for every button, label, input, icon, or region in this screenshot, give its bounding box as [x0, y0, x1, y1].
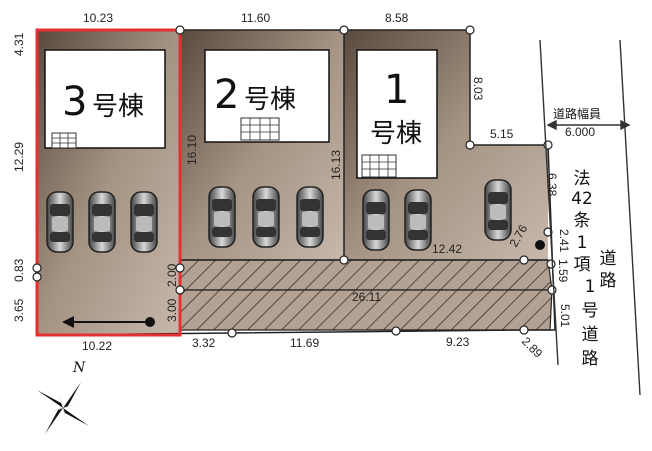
- road-width-value: 6.000: [565, 125, 595, 139]
- dim-r-501: 5.01: [558, 304, 572, 328]
- road-width-label: 道路幅員: [553, 106, 601, 121]
- dim-r-241: 2.41: [557, 229, 571, 253]
- road-col1-1: 42: [571, 189, 593, 209]
- dim-top-2: 11.60: [241, 11, 270, 25]
- dim-r-803: 8.03: [471, 77, 485, 101]
- dim-1242: 12.42: [432, 242, 462, 256]
- dim-left-mid: 12.29: [12, 142, 26, 172]
- road-name: 法 42 条 1 項 1 号 道 路 道 路: [571, 169, 616, 369]
- building-2: 2 号棟: [204, 49, 330, 143]
- dim-bottom-289: 2.89: [519, 334, 546, 361]
- dimension-labels: 10.23 11.60 8.58 4.31 12.29 0.83 3.65 16…: [12, 11, 572, 361]
- road-col1-6: 号: [582, 301, 599, 321]
- dim-left-365: 3.65: [12, 298, 26, 322]
- access-strip-upper: [179, 259, 553, 291]
- building-1: 1 号棟: [356, 49, 438, 179]
- selected-lot-highlight: [35, 28, 182, 337]
- road-col2-1: 路: [600, 271, 617, 291]
- dim-left-top: 4.31: [12, 32, 26, 56]
- dim-mid-1613: 16.13: [329, 150, 343, 180]
- building-1-suffix: 号棟: [370, 119, 422, 149]
- dim-r-159: 1.59: [556, 259, 570, 283]
- compass-north-label: N: [72, 360, 86, 376]
- dim-mid-200: 2.00: [165, 263, 179, 287]
- dim-bottom-1169: 11.69: [290, 336, 319, 350]
- road-col1-0: 法: [574, 169, 591, 189]
- dim-bottom-332: 3.32: [192, 336, 216, 350]
- road-col1-4: 項: [574, 255, 591, 275]
- compass-icon: N: [37, 360, 89, 434]
- dim-top-3: 10.23: [83, 11, 113, 25]
- dim-mid-300: 3.00: [165, 298, 179, 322]
- road-lines: [539, 39, 641, 396]
- road-col1-7: 道: [582, 325, 599, 345]
- dim-r-515: 5.15: [490, 127, 514, 141]
- road-col1-5: 1: [585, 277, 596, 297]
- road-col2-0: 道: [600, 249, 617, 269]
- road-col1-8: 路: [582, 349, 599, 369]
- building-2-suffix: 号棟: [244, 85, 296, 115]
- driveway-arrow: [62, 316, 155, 328]
- road-col1-3: 1: [577, 233, 588, 253]
- dim-bottom-1022: 10.22: [82, 339, 112, 353]
- building-3-suffix: 号棟: [92, 92, 144, 122]
- corner-marker-solid: [535, 240, 545, 250]
- building-1-num: 1: [384, 67, 409, 113]
- dim-mid-1610: 16.10: [185, 135, 199, 165]
- building-3: 3 号棟: [44, 49, 166, 149]
- building-3-num: 3: [62, 79, 87, 125]
- dim-top-1: 8.58: [385, 11, 409, 25]
- dim-2611: 26.11: [352, 290, 381, 304]
- road-col1-2: 条: [574, 211, 591, 231]
- dim-left-083: 0.83: [12, 258, 26, 282]
- dim-bottom-923: 9.23: [446, 335, 470, 349]
- building-2-num: 2: [214, 72, 239, 118]
